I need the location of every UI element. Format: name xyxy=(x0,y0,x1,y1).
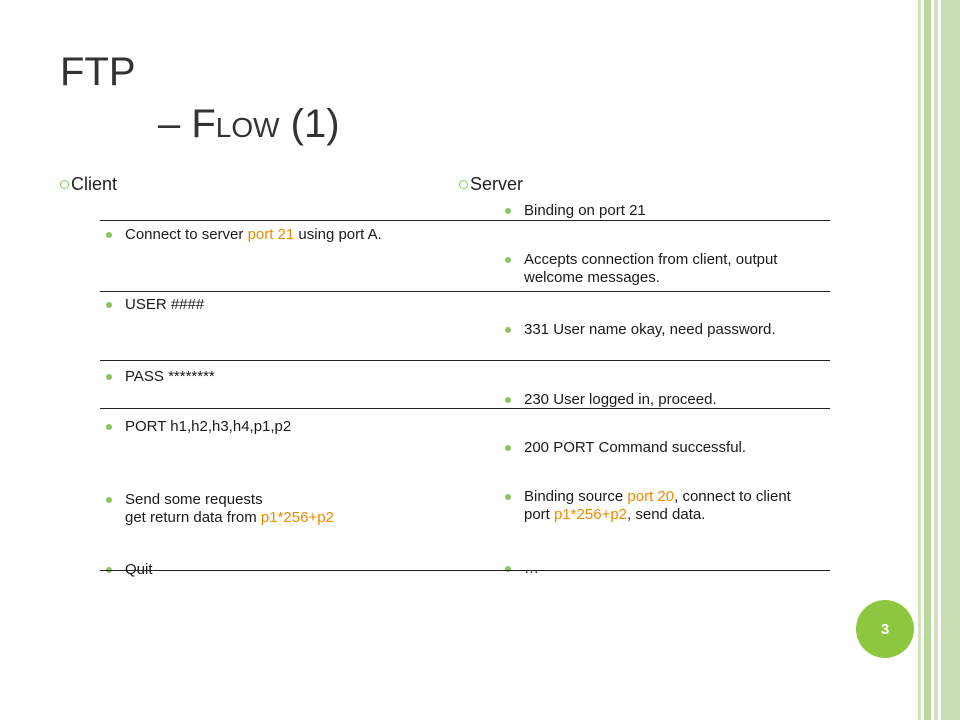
item-text: get return data from xyxy=(125,509,261,526)
item-text: , connect to client port xyxy=(524,488,791,523)
server-step-1: Binding on port 21 xyxy=(505,202,820,220)
server-heading: Server xyxy=(459,174,523,195)
bullet-icon xyxy=(106,374,112,380)
bullet-icon xyxy=(505,327,511,333)
item-text: Binding on port 21 xyxy=(524,202,646,219)
client-heading-label: Client xyxy=(71,174,118,194)
client-step-4: PORT h1,h2,h3,h4,p1,p2 xyxy=(106,418,430,436)
bullet-icon xyxy=(505,208,511,214)
item-text: Accepts connection from client, output w… xyxy=(524,251,778,286)
server-step-6: Binding source port 20, connect to clien… xyxy=(505,488,820,524)
slide-title: FTP xyxy=(60,50,136,94)
bullet-icon xyxy=(106,497,112,503)
item-text: Binding source xyxy=(524,488,628,505)
server-step-5: 200 PORT Command successful. xyxy=(505,439,820,457)
bullet-icon xyxy=(106,302,112,308)
highlighted-text: port 20 xyxy=(627,488,675,505)
server-step-4: 230 User logged in, proceed. xyxy=(505,391,820,409)
slide-subtitle: – Flow (1) xyxy=(158,102,340,146)
decor-bar xyxy=(924,0,931,720)
server-heading-label: Server xyxy=(470,174,524,194)
item-text: USER #### xyxy=(125,296,205,313)
item-text: 200 PORT Command successful. xyxy=(524,439,747,456)
divider xyxy=(100,408,830,409)
decor-bar xyxy=(934,0,938,720)
bullet-icon xyxy=(505,397,511,403)
page-number-badge: 3 xyxy=(856,600,914,658)
bullet-icon xyxy=(505,257,511,263)
item-text: PASS ******** xyxy=(125,368,215,385)
item-text: Connect to server xyxy=(125,226,248,243)
item-text: 331 User name okay, need password. xyxy=(524,321,776,338)
highlighted-text: p1*256+p2 xyxy=(260,509,334,526)
divider xyxy=(100,360,830,361)
server-step-2: Accepts connection from client, output w… xyxy=(505,251,820,287)
bullet-icon xyxy=(106,232,112,238)
server-step-7: … xyxy=(505,560,820,578)
item-text: Quit xyxy=(125,561,153,578)
divider xyxy=(100,220,830,221)
bullet-icon xyxy=(505,445,511,451)
divider xyxy=(100,291,830,292)
client-heading: Client xyxy=(60,174,117,195)
item-text: PORT h1,h2,h3,h4,p1,p2 xyxy=(125,418,292,435)
item-text: using port A. xyxy=(294,226,382,243)
client-step-1: Connect to server port 21 using port A. xyxy=(106,226,430,244)
client-step-3: PASS ******** xyxy=(106,368,430,386)
server-step-3: 331 User name okay, need password. xyxy=(505,321,820,339)
item-text: 230 User logged in, proceed. xyxy=(524,391,717,408)
client-step-2: USER #### xyxy=(106,296,430,314)
item-text: … xyxy=(524,560,539,577)
highlighted-text: p1*256+p2 xyxy=(554,506,628,523)
circle-bullet-icon xyxy=(459,180,468,189)
decor-bar xyxy=(918,0,921,720)
bullet-icon xyxy=(505,494,511,500)
item-text: Send some requests xyxy=(125,491,263,508)
circle-bullet-icon xyxy=(60,180,69,189)
decor-bar xyxy=(941,0,960,720)
divider xyxy=(100,570,830,571)
bullet-icon xyxy=(106,424,112,430)
bullet-icon xyxy=(505,566,511,572)
highlighted-text: port 21 xyxy=(247,226,295,243)
item-text: , send data. xyxy=(627,506,706,523)
